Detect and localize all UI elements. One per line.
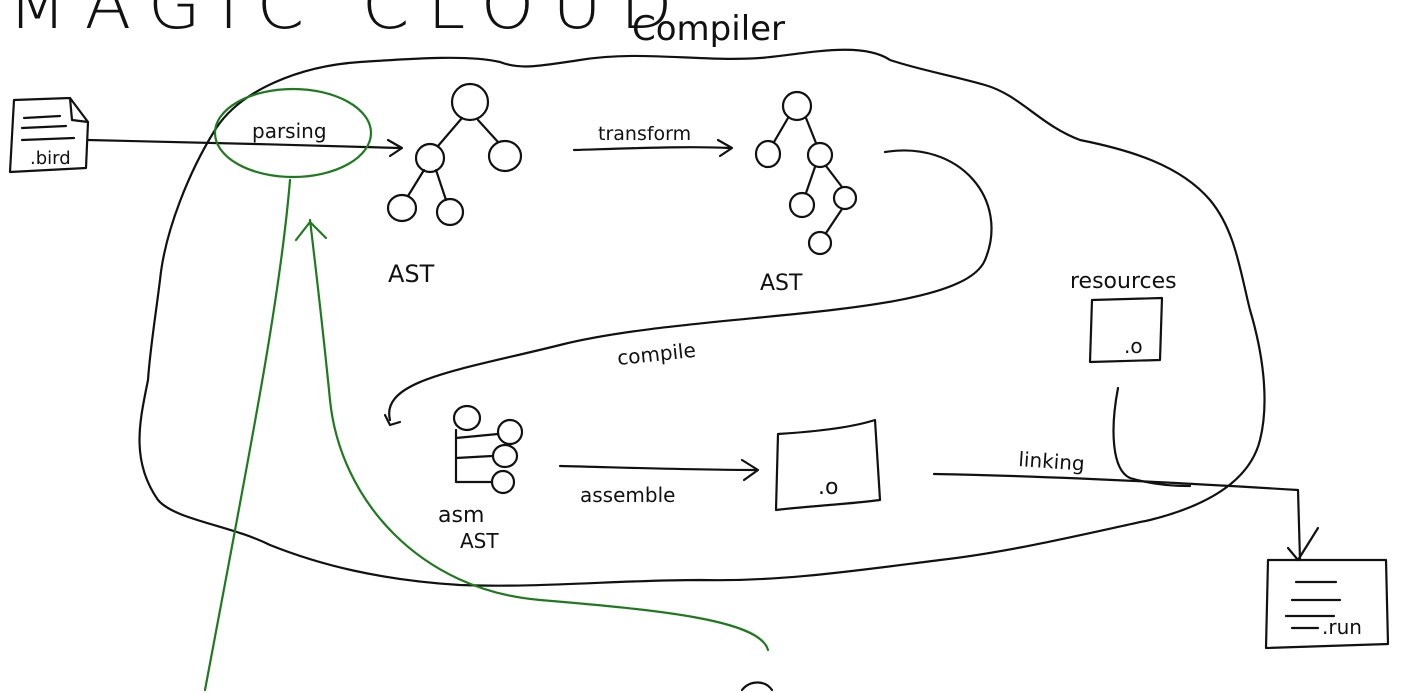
assemble-arrowhead <box>740 458 760 482</box>
stage-parsing: parsing <box>252 119 327 143</box>
output-file: .run <box>1264 558 1390 650</box>
input-file-label: .bird <box>30 148 71 169</box>
stage-linking: linking <box>1018 447 1086 476</box>
ast-label-2: AST <box>760 271 803 296</box>
compiler-label: Compiler <box>632 9 785 49</box>
document-lines <box>20 114 76 142</box>
asm-ast-label-line2: AST <box>460 529 499 553</box>
document-icon <box>8 96 90 174</box>
linking-arrowhead <box>1286 526 1320 562</box>
resources-file-label: .o <box>1124 334 1143 358</box>
transform-arrowhead <box>716 138 734 158</box>
object-file <box>774 418 882 512</box>
document-lines <box>1284 580 1342 630</box>
asm-ast-tree <box>452 404 524 495</box>
input-arrow <box>86 138 402 150</box>
ast-tree-2 <box>754 90 858 256</box>
compiler-cloud <box>138 48 1266 587</box>
cutoff-mark <box>740 681 774 692</box>
ast-tree-1 <box>386 82 523 227</box>
ast-label-1: AST <box>388 260 435 288</box>
flow-curve-arrowhead <box>383 413 402 427</box>
stage-compile: compile <box>616 338 697 370</box>
object-file-label: .o <box>818 475 838 500</box>
document-icon <box>1264 558 1390 650</box>
output-file-label: .run <box>1322 615 1362 639</box>
diagram-title: MAGIC CLOUD <box>8 0 690 45</box>
asm-ast-label-line1: asm <box>438 503 484 528</box>
input-file: .bird <box>8 96 90 174</box>
resources-file <box>1088 296 1164 364</box>
resources-connector <box>1112 386 1192 488</box>
annotation-arrowhead <box>294 220 328 242</box>
resources-label: resources <box>1070 269 1177 294</box>
input-arrowhead <box>386 138 404 158</box>
transform-arrow <box>572 146 732 152</box>
annotation-line-left <box>203 178 292 692</box>
stage-transform: transform <box>598 123 691 145</box>
assemble-arrow <box>558 464 757 472</box>
annotation-arrow-right <box>308 218 770 652</box>
stage-assemble: assemble <box>580 483 675 507</box>
parsing-highlight <box>213 87 373 179</box>
flow-curve <box>388 149 993 422</box>
linking-arrow <box>932 472 1302 562</box>
